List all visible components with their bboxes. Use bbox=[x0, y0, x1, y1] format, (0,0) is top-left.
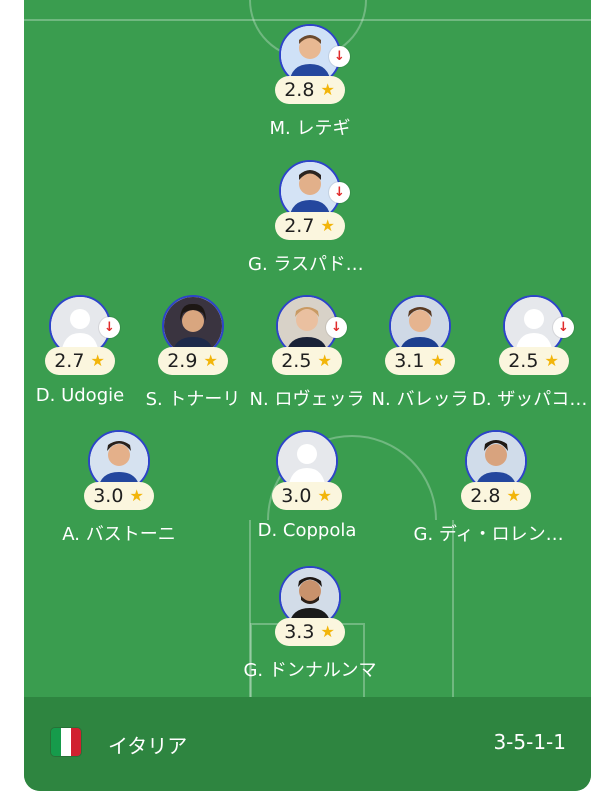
player-name: M. レテギ bbox=[269, 118, 351, 139]
rating-badge: 2.8 ★ bbox=[275, 76, 345, 104]
rating-badge: 3.0 ★ bbox=[272, 482, 342, 510]
arrow-down-icon: ↓ bbox=[553, 317, 574, 338]
player-coppola[interactable]: 3.0 ★ D. Coppola bbox=[237, 430, 377, 541]
arrow-down-icon: ↓ bbox=[326, 317, 347, 338]
player-photo bbox=[162, 295, 224, 357]
rating-value: 2.5 bbox=[281, 350, 312, 372]
rating-badge: 3.0 ★ bbox=[84, 482, 154, 510]
formation-label: 3-5-1-1 bbox=[493, 730, 566, 754]
player-barella[interactable]: 3.1 ★ N. バレッラ bbox=[350, 295, 490, 411]
player-name: D. ザッパコスタ bbox=[472, 389, 591, 410]
team-name: イタリア bbox=[108, 734, 188, 758]
italy-flag-icon bbox=[51, 728, 81, 756]
star-icon: ★ bbox=[317, 486, 332, 505]
player-rovella[interactable]: ↓ 2.5 ★ N. ロヴェッラ bbox=[237, 295, 377, 411]
penalty-box bbox=[249, 520, 454, 697]
player-name: S. トナーリ bbox=[145, 389, 241, 410]
rating-value: 2.7 bbox=[284, 215, 315, 237]
star-icon: ★ bbox=[430, 351, 445, 370]
player-tonali[interactable]: 2.9 ★ S. トナーリ bbox=[123, 295, 263, 411]
rating-value: 2.7 bbox=[54, 350, 85, 372]
arrow-down-icon: ↓ bbox=[329, 46, 350, 67]
star-icon: ★ bbox=[506, 486, 521, 505]
star-icon: ★ bbox=[129, 486, 144, 505]
player-name: G. ディ・ロレンツォ bbox=[413, 524, 579, 545]
rating-badge: 2.8 ★ bbox=[461, 482, 531, 510]
rating-badge: 2.5 ★ bbox=[499, 347, 569, 375]
team-footer: イタリア 3-5-1-1 bbox=[24, 697, 591, 791]
player-photo bbox=[279, 566, 341, 628]
player-bastoni[interactable]: 3.0 ★ A. バストーニ bbox=[49, 430, 189, 546]
player-raspadori[interactable]: ↓ 2.7 ★ G. ラスパドーリ bbox=[240, 160, 380, 276]
player-name: G. ラスパドーリ bbox=[248, 254, 372, 275]
player-name: D. Udogie bbox=[35, 385, 125, 406]
player-dilorenzo[interactable]: 2.8 ★ G. ディ・ロレンツォ bbox=[414, 430, 579, 546]
player-name: G. ドンナルンマ bbox=[243, 660, 377, 681]
rating-badge: 2.7 ★ bbox=[275, 212, 345, 240]
rating-badge: 2.9 ★ bbox=[158, 347, 228, 375]
rating-badge: 2.5 ★ bbox=[272, 347, 342, 375]
player-zappacosta[interactable]: ↓ 2.5 ★ D. ザッパコスタ bbox=[464, 295, 591, 411]
player-name: D. Coppola bbox=[257, 520, 357, 541]
rating-value: 2.8 bbox=[470, 485, 501, 507]
player-photo bbox=[465, 430, 527, 492]
placeholder-avatar-icon bbox=[276, 430, 338, 492]
player-name: N. バレッラ bbox=[371, 389, 469, 410]
star-icon: ★ bbox=[90, 351, 105, 370]
player-retegui[interactable]: ↓ 2.8 ★ M. レテギ bbox=[240, 24, 380, 140]
star-icon: ★ bbox=[544, 351, 559, 370]
lineup-card: ↓ 2.8 ★ M. レテギ ↓ 2.7 ★ G. ラスパドーリ ↓ bbox=[24, 0, 591, 791]
penalty-arc bbox=[267, 435, 437, 521]
rating-value: 3.0 bbox=[281, 485, 312, 507]
rating-value: 3.3 bbox=[284, 621, 315, 643]
player-photo bbox=[88, 430, 150, 492]
rating-value: 2.9 bbox=[167, 350, 198, 372]
rating-value: 3.0 bbox=[93, 485, 124, 507]
star-icon: ★ bbox=[320, 216, 335, 235]
rating-value: 2.8 bbox=[284, 79, 315, 101]
rating-value: 3.1 bbox=[394, 350, 425, 372]
rating-badge: 2.7 ★ bbox=[45, 347, 115, 375]
star-icon: ★ bbox=[203, 351, 218, 370]
player-donnarumma[interactable]: 3.3 ★ G. ドンナルンマ bbox=[240, 566, 380, 682]
rating-value: 2.5 bbox=[508, 350, 539, 372]
star-icon: ★ bbox=[317, 351, 332, 370]
player-udogie[interactable]: ↓ 2.7 ★ D. Udogie bbox=[24, 295, 150, 406]
star-icon: ★ bbox=[320, 622, 335, 641]
star-icon: ★ bbox=[320, 80, 335, 99]
player-photo bbox=[389, 295, 451, 357]
rating-badge: 3.1 ★ bbox=[385, 347, 455, 375]
rating-badge: 3.3 ★ bbox=[275, 618, 345, 646]
arrow-down-icon: ↓ bbox=[329, 182, 350, 203]
player-name: A. バストーニ bbox=[62, 524, 176, 545]
arrow-down-icon: ↓ bbox=[99, 317, 120, 338]
player-name: N. ロヴェッラ bbox=[249, 389, 365, 410]
